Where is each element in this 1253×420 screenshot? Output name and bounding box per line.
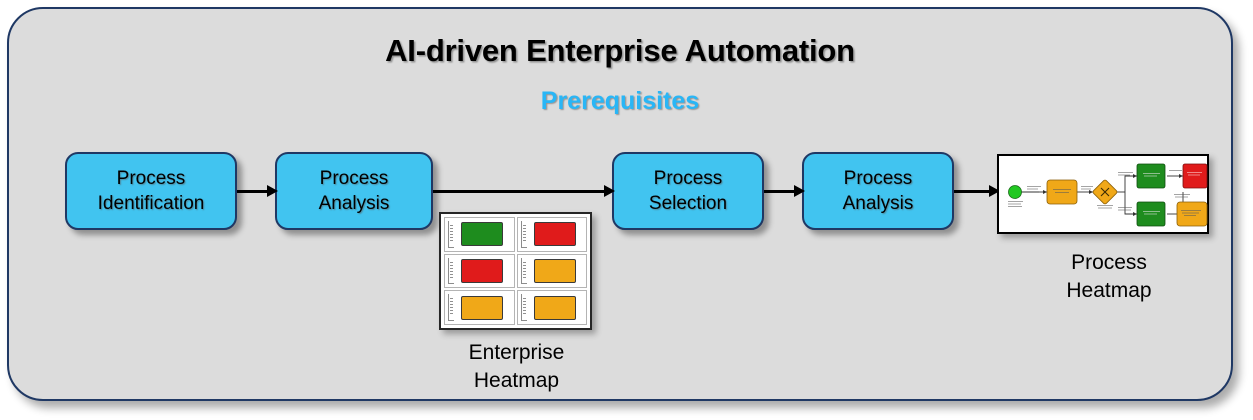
heatmap-cell — [516, 290, 587, 325]
chart-axis-icon — [520, 257, 527, 285]
process-step-process-identification[interactable]: Process Identification — [65, 152, 237, 230]
bpmn-svg — [1008, 163, 1208, 227]
heatmap-cell — [444, 217, 515, 252]
bpmn-mini-diagram — [1001, 158, 1208, 230]
bpmn-gateway-icon — [1092, 179, 1118, 205]
chart-axis-icon — [448, 257, 454, 285]
bpmn-task-orange — [1176, 201, 1208, 227]
heatmap-cell — [444, 290, 515, 325]
process-step-label: Process Analysis — [319, 166, 390, 216]
chart-axis-icon — [448, 294, 454, 321]
process-step-line1: Process — [843, 167, 913, 189]
arrow-shaft — [954, 189, 990, 193]
heatmap-node-green — [461, 222, 504, 247]
arrow-right-icon — [954, 185, 1000, 197]
chart-axis-icon — [520, 221, 527, 248]
process-heatmap-thumbnail[interactable] — [997, 154, 1209, 234]
arrow-shaft — [433, 189, 605, 193]
bpmn-micro-labels — [1008, 170, 1202, 216]
chart-axis-icon — [448, 221, 454, 248]
page-subtitle: Prerequisites — [540, 87, 700, 115]
arrow-head — [267, 185, 278, 197]
caption-line2: Heatmap — [1066, 279, 1152, 303]
process-step-process-selection[interactable]: Process Selection — [612, 152, 764, 230]
process-step-label: Process Selection — [649, 166, 727, 216]
heatmap-cell — [444, 253, 515, 289]
arrow-right-icon — [764, 185, 805, 197]
arrow-shaft — [764, 189, 795, 193]
process-heatmap-caption: Process Heatmap — [1009, 249, 1209, 305]
process-step-label: Process Identification — [98, 166, 205, 216]
heatmap-node-orange — [533, 258, 576, 283]
heatmap-node-red — [461, 258, 504, 283]
process-step-line2: Analysis — [318, 193, 390, 214]
process-step-label: Process Analysis — [843, 166, 914, 216]
arrow-head — [989, 185, 1000, 197]
heatmap-cell — [516, 217, 587, 252]
caption-line2: Heatmap — [473, 369, 560, 393]
slide-panel: AI-driven Enterprise Automation Prerequi… — [7, 7, 1233, 401]
bpmn-task-red — [1182, 163, 1208, 189]
enterprise-heatmap-thumbnail[interactable] — [439, 212, 592, 330]
arrow-right-icon — [433, 185, 615, 197]
heatmap-node-orange — [533, 295, 576, 320]
caption-line1: Enterprise — [468, 341, 565, 364]
arrow-shaft — [237, 189, 268, 193]
process-step-line1: Process — [653, 167, 723, 189]
process-step-line2: Identification — [97, 193, 205, 214]
page-title: AI-driven Enterprise Automation — [385, 33, 855, 68]
heatmap-node-red — [533, 222, 576, 247]
enterprise-heatmap-grid — [444, 217, 587, 325]
process-step-process-analysis-1[interactable]: Process Analysis — [275, 152, 433, 230]
process-step-line1: Process — [319, 167, 389, 189]
arrow-head — [604, 185, 615, 197]
arrow-right-icon — [237, 185, 278, 197]
caption-line1: Process — [1071, 251, 1147, 274]
chart-axis-icon — [520, 294, 527, 321]
enterprise-heatmap-caption: Enterprise Heatmap — [424, 339, 609, 395]
process-step-line2: Analysis — [842, 193, 914, 214]
heatmap-node-orange — [461, 295, 504, 320]
heatmap-cell — [516, 253, 587, 289]
arrow-head — [794, 185, 805, 197]
process-step-line1: Process — [116, 167, 186, 189]
bpmn-start-event-icon — [1008, 185, 1022, 199]
process-step-process-analysis-2[interactable]: Process Analysis — [802, 152, 954, 230]
process-step-line2: Selection — [648, 193, 728, 214]
